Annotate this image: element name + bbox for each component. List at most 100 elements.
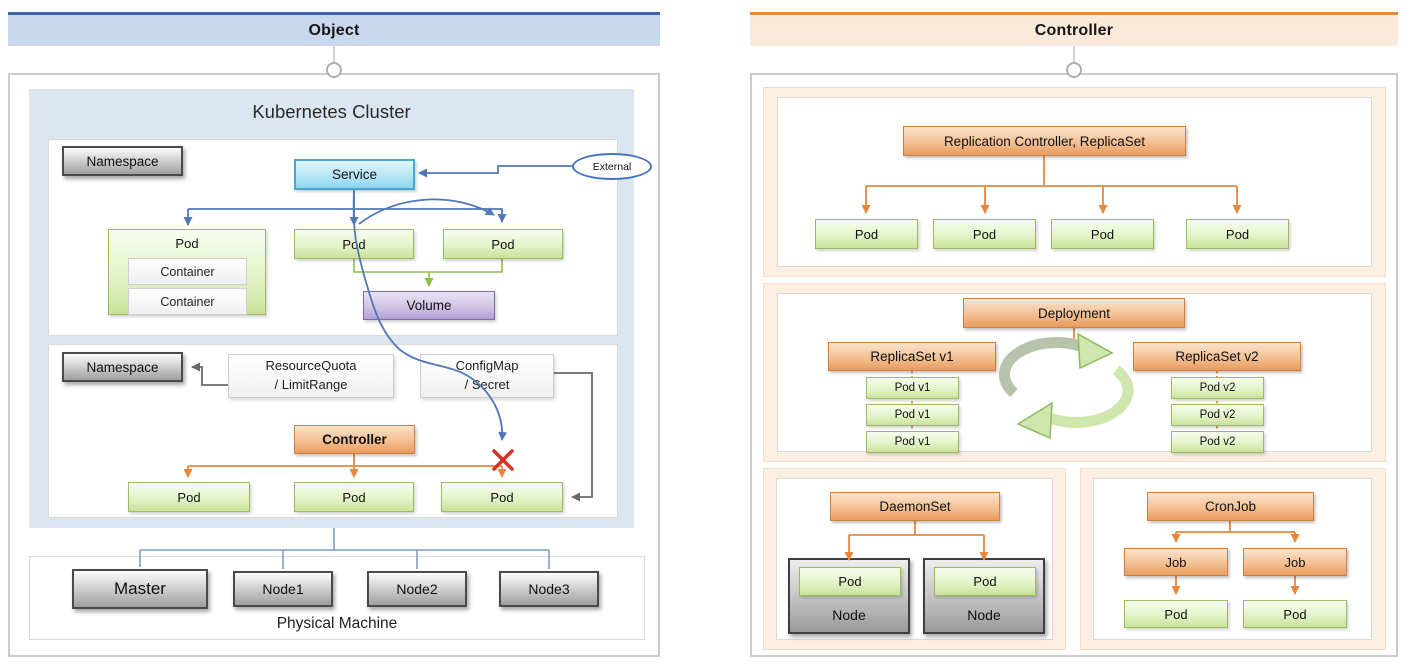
node1-box: Node1 xyxy=(233,571,333,607)
service-box: Service xyxy=(294,159,415,190)
pod-label: Pod xyxy=(854,226,879,242)
ds-pod-box-2: Pod xyxy=(934,567,1036,596)
pod-label: Pod xyxy=(342,489,366,505)
deployment-box: Deployment xyxy=(963,298,1185,328)
resourcequota-label-line1: ResourceQuota xyxy=(265,358,357,374)
namespace-label: Namespace xyxy=(86,153,159,169)
pod-label: Pod xyxy=(491,236,515,252)
pod-label: Pod xyxy=(973,574,997,589)
node-label: Node xyxy=(832,607,866,623)
configmap-label-line2: / Secret xyxy=(464,377,510,392)
pod-v2-box-1: Pod v2 xyxy=(1171,377,1264,399)
node2-box: Node2 xyxy=(367,571,467,607)
pod-label: Pod xyxy=(342,236,366,252)
daemonset-label: DaemonSet xyxy=(879,499,951,514)
volume-box: Volume xyxy=(363,291,495,320)
cj-pod-box-2: Pod xyxy=(1243,600,1347,628)
ds-node-label-wrap: Node xyxy=(790,600,908,630)
pod-label: Pod xyxy=(972,226,997,242)
node-label: Node xyxy=(967,607,1001,623)
configmap-label-line1: ConfigMap xyxy=(455,358,519,374)
node-label: Node3 xyxy=(528,581,570,597)
node-label: Node1 xyxy=(262,581,304,597)
replication-controller-box: Replication Controller, ReplicaSet xyxy=(903,126,1186,156)
pod-box-controller-3: Pod xyxy=(441,482,563,512)
pod-label: Pod xyxy=(1225,226,1250,242)
object-header: Object xyxy=(8,12,660,46)
job-box-2: Job xyxy=(1243,548,1347,576)
cronjob-label: CronJob xyxy=(1204,499,1257,514)
pod-label: Pod xyxy=(490,489,514,505)
pod-label: Pod xyxy=(1090,226,1115,242)
pod-label-wrap: Pod xyxy=(109,230,265,256)
physical-machine-caption: Physical Machine xyxy=(29,612,645,636)
pod-box-controller-1: Pod xyxy=(128,482,250,512)
namespace-label: Namespace xyxy=(86,359,159,375)
namespace-box-bottom: Namespace xyxy=(62,352,183,382)
configmap-box: ConfigMap / Secret xyxy=(420,354,554,398)
controller-header-label: Controller xyxy=(1034,21,1114,39)
pod-label: Pod xyxy=(838,574,862,589)
pod-label: Pod xyxy=(1283,606,1307,622)
pod-v1-box-2: Pod v1 xyxy=(866,404,959,426)
volume-label: Volume xyxy=(406,298,452,313)
pod-v1-box-3: Pod v1 xyxy=(866,431,959,453)
ds-pod-box-1: Pod xyxy=(799,567,901,596)
rc-pod-box-3: Pod xyxy=(1051,219,1154,249)
object-header-label: Object xyxy=(308,21,360,39)
container-box-1: Container xyxy=(128,258,247,285)
pod-v2-label: Pod v2 xyxy=(1199,409,1236,421)
job-label: Job xyxy=(1165,554,1187,570)
resourcequota-label-line2: / LimitRange xyxy=(274,377,348,392)
container-label: Container xyxy=(160,264,215,279)
node-label: Node2 xyxy=(396,581,438,597)
replicaset-v2-label: ReplicaSet v2 xyxy=(1175,349,1259,364)
namespace-box-top: Namespace xyxy=(62,146,183,176)
controller-box: Controller xyxy=(294,425,415,454)
job-box-1: Job xyxy=(1124,548,1228,576)
external-ellipse: External xyxy=(572,153,652,180)
physical-machine-label: Physical Machine xyxy=(276,615,398,632)
rc-pod-box-4: Pod xyxy=(1186,219,1289,249)
ds-node-box-1: Pod Node xyxy=(788,558,910,634)
pod-box-with-containers: Pod Container Container xyxy=(108,229,266,315)
service-label: Service xyxy=(331,167,377,182)
replication-controller-label: Replication Controller, ReplicaSet xyxy=(943,133,1146,149)
pod-v1-label: Pod v1 xyxy=(894,436,931,448)
replicaset-v1-box: ReplicaSet v1 xyxy=(828,342,996,371)
container-box-2: Container xyxy=(128,288,247,315)
controller-header: Controller xyxy=(750,12,1398,46)
pod-v1-label: Pod v1 xyxy=(894,382,931,394)
pod-box-service-3: Pod xyxy=(443,229,563,259)
pod-box-controller-2: Pod xyxy=(294,482,414,512)
replicaset-v1-label: ReplicaSet v1 xyxy=(870,349,954,364)
daemonset-box: DaemonSet xyxy=(830,492,1000,521)
pod-v1-box-1: Pod v1 xyxy=(866,377,959,399)
pod-v1-label: Pod v1 xyxy=(894,409,931,421)
pod-v2-label: Pod v2 xyxy=(1199,436,1236,448)
pod-label: Pod xyxy=(1164,606,1188,622)
master-label: Master xyxy=(114,579,166,598)
kubernetes-cluster-title: Kubernetes Cluster xyxy=(29,98,634,126)
master-box: Master xyxy=(72,569,208,609)
deployment-label: Deployment xyxy=(1037,305,1111,321)
kubernetes-cluster-title-label: Kubernetes Cluster xyxy=(252,101,411,122)
rc-pod-box-2: Pod xyxy=(933,219,1036,249)
container-label: Container xyxy=(160,294,215,309)
cronjob-box: CronJob xyxy=(1147,492,1314,521)
replicaset-v2-box: ReplicaSet v2 xyxy=(1133,342,1301,371)
pod-label: Pod xyxy=(177,489,201,505)
ds-node-box-2: Pod Node xyxy=(923,558,1045,634)
job-label: Job xyxy=(1284,554,1306,570)
cj-pod-box-1: Pod xyxy=(1124,600,1228,628)
rc-pod-box-1: Pod xyxy=(815,219,918,249)
pod-label: Pod xyxy=(175,235,199,251)
node3-box: Node3 xyxy=(499,571,599,607)
controller-label: Controller xyxy=(322,432,387,447)
pod-box-service-2: Pod xyxy=(294,229,414,259)
resourcequota-box: ResourceQuota / LimitRange xyxy=(228,354,394,398)
external-label: External xyxy=(592,160,632,173)
pod-v2-box-2: Pod v2 xyxy=(1171,404,1264,426)
pod-v2-box-3: Pod v2 xyxy=(1171,431,1264,453)
